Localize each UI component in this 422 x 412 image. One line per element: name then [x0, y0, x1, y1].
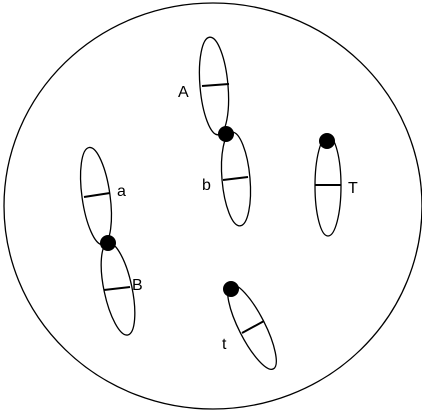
- chromosome-pair-A-b: A b: [178, 36, 254, 227]
- centromere: [223, 281, 239, 297]
- chromosome-pair-a-B: a B: [75, 146, 142, 338]
- gene-label-t: t: [222, 336, 227, 353]
- gene-label-a: a: [117, 183, 126, 200]
- centromere: [319, 133, 335, 149]
- centromere: [100, 235, 116, 251]
- cell-outline: [4, 3, 422, 409]
- gene-label-b: b: [202, 177, 211, 194]
- gene-band-B: [104, 287, 130, 290]
- chromosome-t: t: [219, 279, 285, 375]
- chromosome-T: T: [315, 133, 358, 236]
- gene-band-b: [223, 177, 248, 180]
- gene-label-B: B: [132, 277, 143, 294]
- gene-label-T: T: [348, 180, 358, 197]
- gene-band-t: [242, 321, 264, 333]
- gene-band-A: [202, 84, 229, 86]
- gene-label-A: A: [178, 84, 189, 101]
- centromere: [218, 126, 234, 142]
- gene-band-a: [84, 193, 110, 197]
